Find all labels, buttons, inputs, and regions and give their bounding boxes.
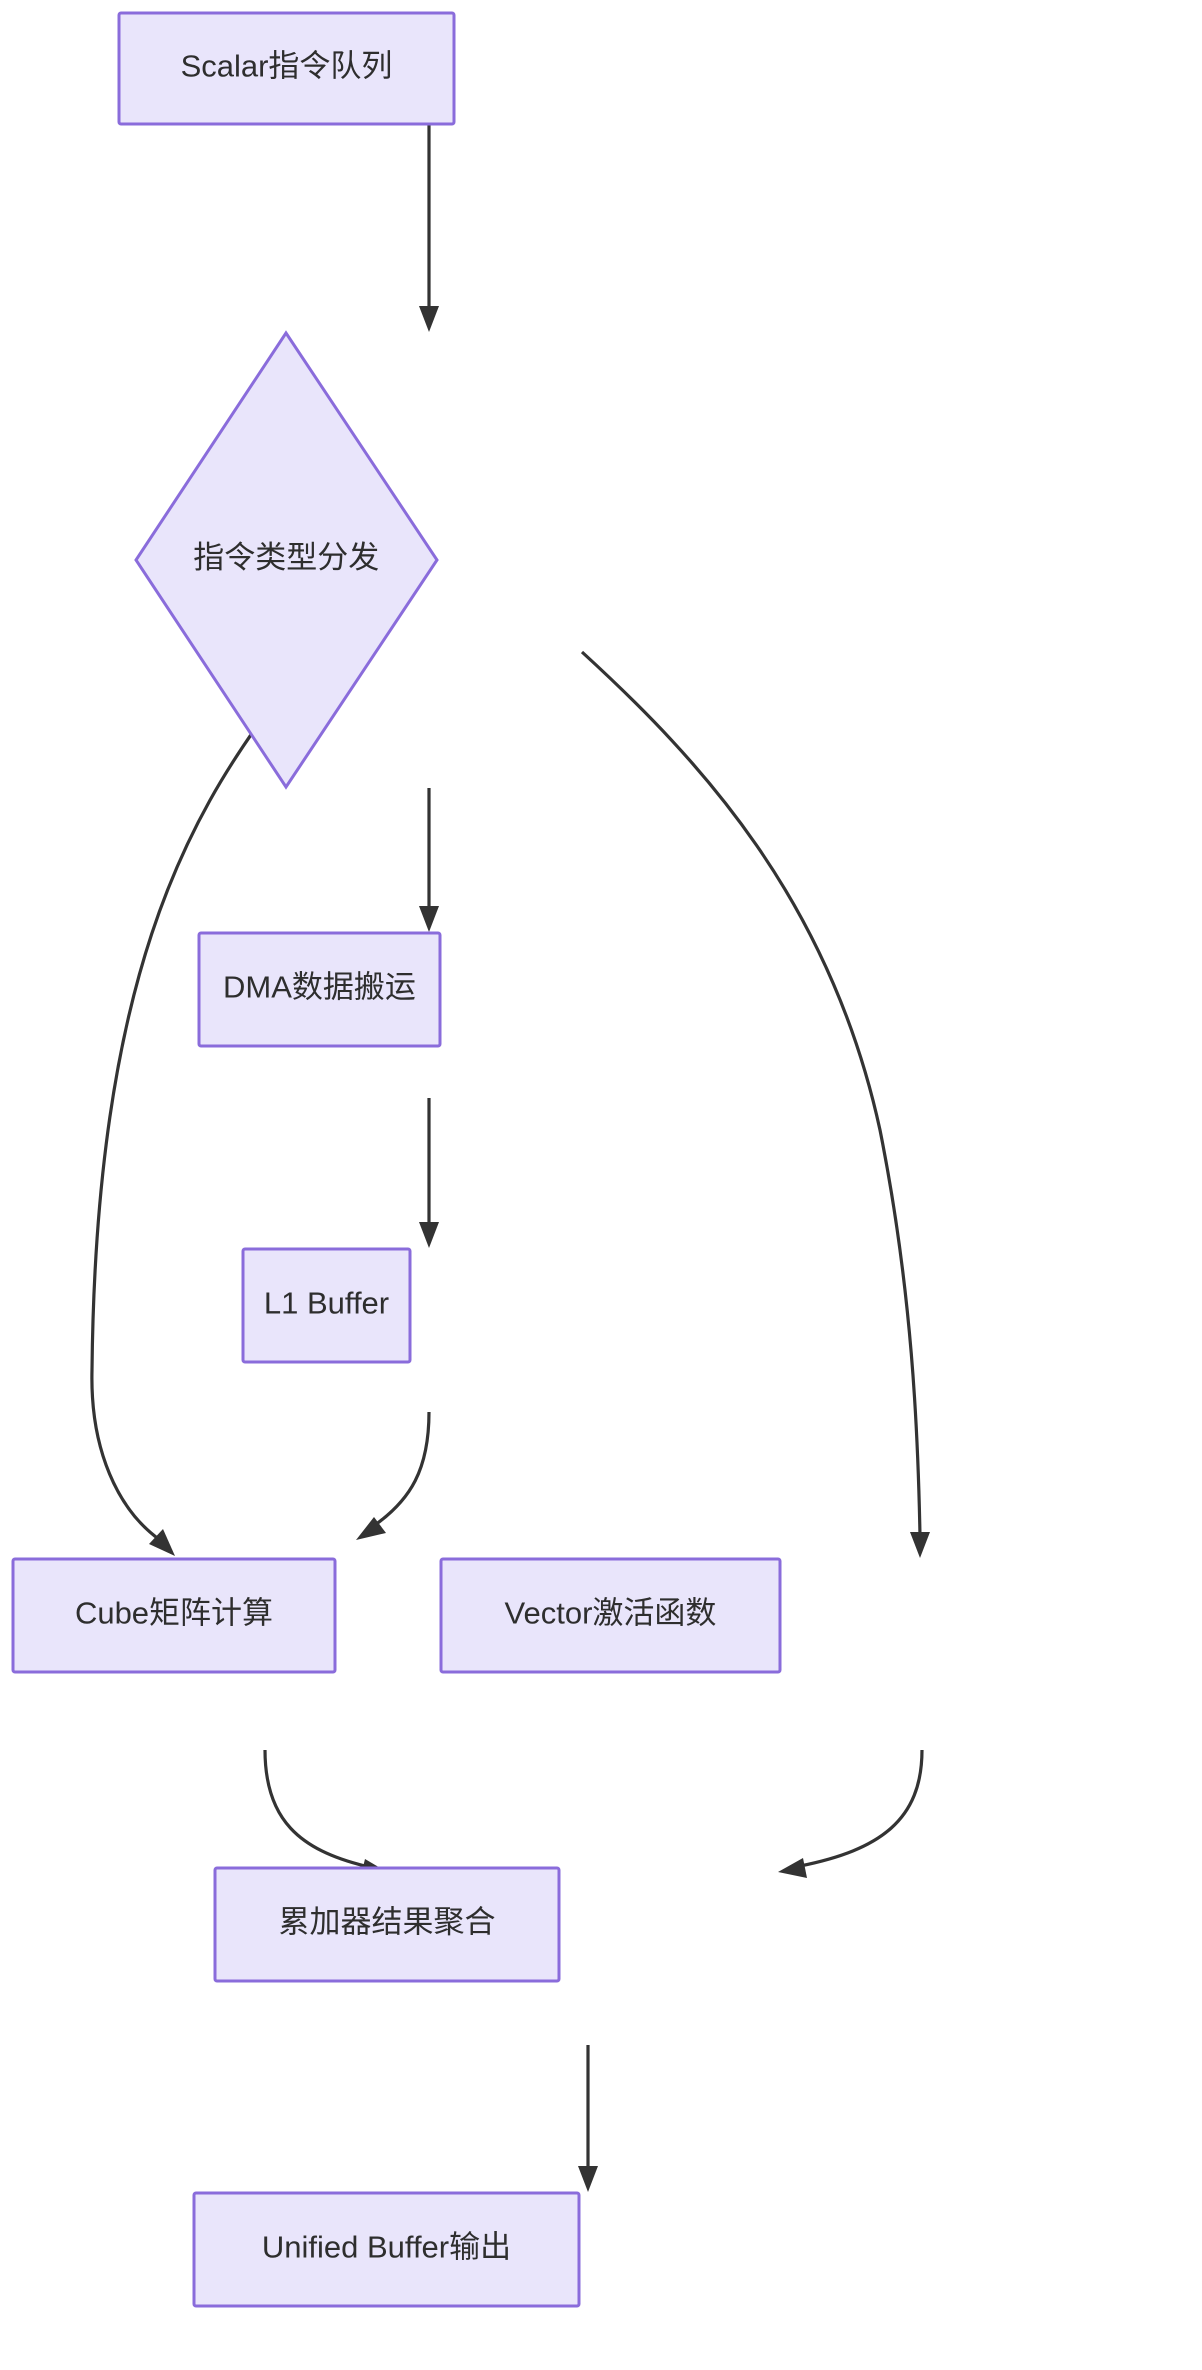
node-cube-label: Cube矩阵计算 bbox=[75, 1596, 273, 1631]
node-l1-buffer-label: L1 Buffer bbox=[264, 1286, 389, 1321]
edge-l1-buffer-to-cube bbox=[356, 1411, 431, 1540]
node-dma-label: DMA数据搬运 bbox=[223, 970, 416, 1005]
node-dispatch[interactable]: 指令类型分发 bbox=[134, 330, 439, 790]
node-accumulator[interactable]: 累加器结果聚合 bbox=[213, 1866, 561, 1983]
node-unified-buffer-label: Unified Buffer输出 bbox=[262, 2230, 511, 2265]
edge-dispatch-to-cube bbox=[90, 699, 278, 1556]
edge-dma-to-l1-buffer bbox=[419, 1098, 439, 1248]
node-scalar-queue-shape[interactable] bbox=[117, 11, 456, 126]
edge-dispatch-to-dma bbox=[419, 788, 439, 932]
node-dispatch-shape[interactable] bbox=[134, 330, 439, 790]
node-cube[interactable]: Cube矩阵计算 bbox=[11, 1557, 337, 1674]
node-unified-buffer[interactable]: Unified Buffer输出 bbox=[192, 2191, 581, 2308]
node-accumulator-shape[interactable] bbox=[213, 1866, 561, 1983]
node-vector-label: Vector激活函数 bbox=[505, 1596, 717, 1631]
node-dma[interactable]: DMA数据搬运 bbox=[197, 931, 442, 1048]
edge-vector-to-accumulator bbox=[778, 1749, 924, 1878]
node-dispatch-label: 指令类型分发 bbox=[193, 540, 379, 575]
node-dma-shape[interactable] bbox=[197, 931, 442, 1048]
node-scalar-queue[interactable]: Scalar指令队列 bbox=[117, 11, 456, 126]
edge-scalar-queue-to-dispatch bbox=[419, 124, 439, 332]
node-l1-buffer[interactable]: L1 Buffer bbox=[241, 1247, 412, 1364]
node-accumulator-label: 累加器结果聚合 bbox=[279, 1905, 496, 1940]
edge-cube-to-accumulator bbox=[263, 1749, 387, 1879]
node-cube-shape[interactable] bbox=[11, 1557, 337, 1674]
edge-accumulator-to-unified-buffer bbox=[578, 2045, 598, 2192]
node-vector-shape[interactable] bbox=[439, 1557, 782, 1674]
node-unified-buffer-shape[interactable] bbox=[192, 2191, 581, 2308]
node-l1-buffer-shape[interactable] bbox=[241, 1247, 412, 1364]
node-layer: Scalar指令队列 指令类型分发 DMA数据搬运 L1 Buffer Cube… bbox=[11, 11, 782, 2308]
node-vector[interactable]: Vector激活函数 bbox=[439, 1557, 782, 1674]
node-scalar-queue-label: Scalar指令队列 bbox=[181, 49, 393, 84]
edge-dispatch-to-vector bbox=[580, 650, 930, 1558]
